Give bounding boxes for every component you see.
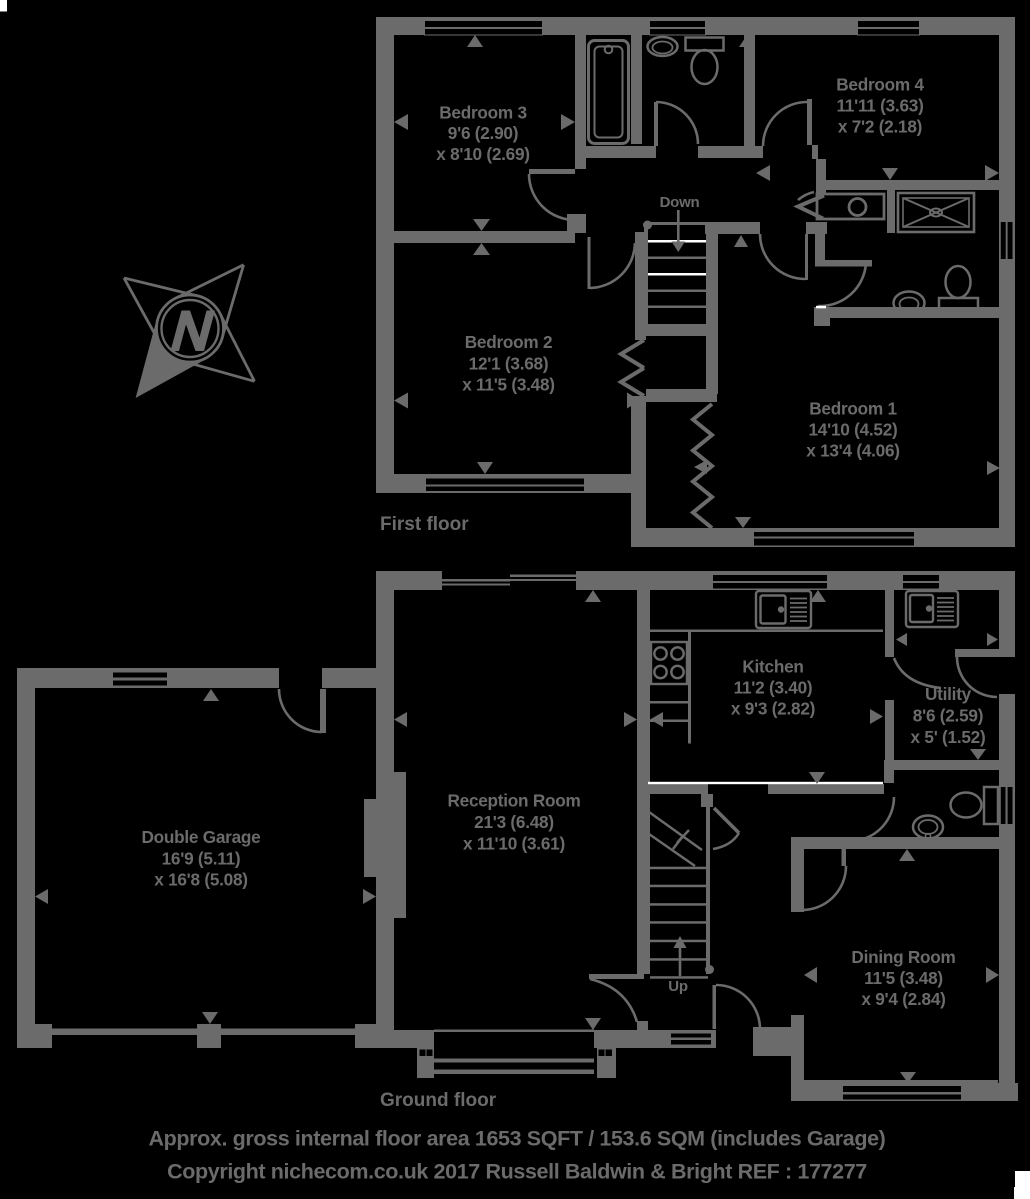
svg-text:x 5' (1.52): x 5' (1.52) [911,727,986,747]
svg-text:Bedroom 3: Bedroom 3 [439,103,527,123]
svg-text:x 11'5 (3.48): x 11'5 (3.48) [462,375,555,395]
svg-text:21'3 (6.48): 21'3 (6.48) [474,812,554,832]
svg-text:x 7'2 (2.18): x 7'2 (2.18) [838,117,922,137]
svg-text:11'5 (3.48): 11'5 (3.48) [864,968,943,988]
svg-text:x 13'4 (4.06): x 13'4 (4.06) [806,441,900,461]
svg-text:First floor: First floor [380,514,469,535]
svg-text:11'2 (3.40): 11'2 (3.40) [734,678,813,698]
svg-text:Down: Down [660,194,700,211]
svg-text:14'10 (4.52): 14'10 (4.52) [809,420,898,440]
svg-text:x 16'8 (5.08): x 16'8 (5.08) [154,870,248,890]
svg-text:11'11 (3.63): 11'11 (3.63) [836,96,923,116]
svg-text:Ground floor: Ground floor [380,1090,497,1111]
svg-text:12'1 (3.68): 12'1 (3.68) [469,353,549,373]
svg-text:Bedroom 4: Bedroom 4 [836,75,924,95]
svg-text:Kitchen: Kitchen [742,657,803,677]
svg-text:Utility: Utility [925,684,972,704]
svg-text:x 11'10 (3.61): x 11'10 (3.61) [463,834,565,854]
svg-text:x 8'10 (2.69): x 8'10 (2.69) [436,144,530,164]
svg-text:Double Garage: Double Garage [141,827,260,847]
svg-text:Reception Room: Reception Room [447,791,580,811]
svg-text:Dining Room: Dining Room [851,947,955,967]
svg-text:9'6 (2.90): 9'6 (2.90) [448,123,518,143]
svg-text:Up: Up [668,978,688,995]
svg-text:8'6 (2.59): 8'6 (2.59) [913,706,983,726]
svg-text:Approx. gross internal floor a: Approx. gross internal floor area 1653 S… [149,1127,886,1151]
svg-text:16'9 (5.11): 16'9 (5.11) [162,849,241,869]
svg-text:x 9'3 (2.82): x 9'3 (2.82) [731,699,815,719]
svg-text:Copyright nichecom.co.uk 2017: Copyright nichecom.co.uk 2017 Russell Ba… [167,1160,867,1184]
svg-text:Bedroom 2: Bedroom 2 [465,332,553,352]
svg-text:x 9'4 (2.84): x 9'4 (2.84) [861,989,945,1009]
svg-text:Bedroom 1: Bedroom 1 [809,399,897,419]
